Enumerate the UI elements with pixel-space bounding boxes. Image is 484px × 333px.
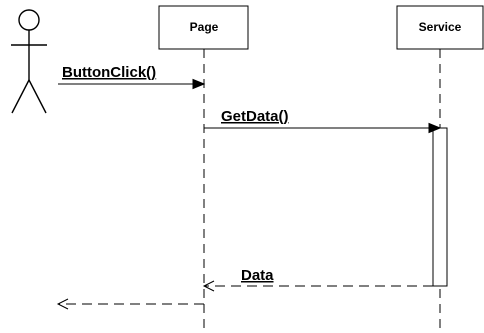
get-data-arrowhead — [428, 122, 442, 134]
data-return-arrowhead — [202, 280, 215, 292]
page-participant: Page — [158, 5, 249, 333]
actor-right-leg — [28, 79, 47, 114]
service-activation — [432, 127, 448, 287]
button-click-message: ButtonClick() — [58, 64, 206, 90]
data-return-message: Data — [202, 267, 433, 292]
actor-return-message — [56, 298, 204, 310]
actor-return-arrowhead — [56, 298, 69, 310]
actor-head — [18, 9, 40, 31]
button-click-label: ButtonClick() — [62, 64, 156, 81]
data-label: Data — [241, 267, 274, 284]
actor-left-leg — [11, 79, 30, 114]
get-data-label: GetData() — [221, 108, 289, 125]
page-label: Page — [190, 20, 219, 34]
get-data-message: GetData() — [204, 108, 442, 134]
user-actor — [11, 9, 47, 114]
service-label: Service — [419, 20, 462, 34]
button-click-arrowhead — [192, 78, 206, 90]
page-box — [158, 5, 249, 50]
